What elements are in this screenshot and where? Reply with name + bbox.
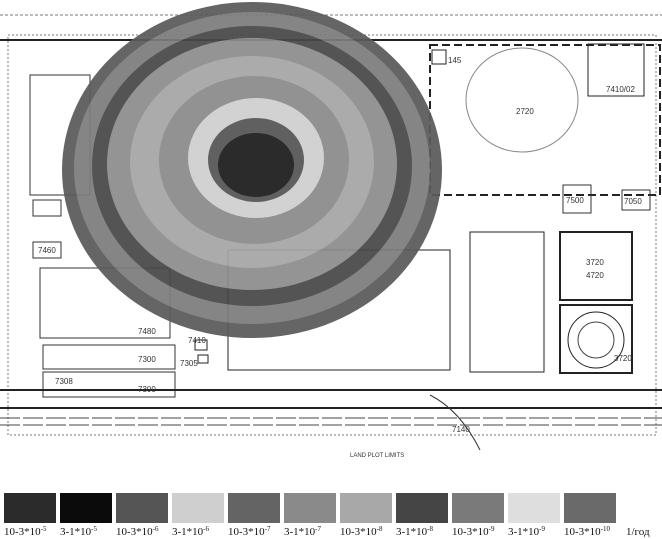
label-7410-02: 7410/02 [606,85,635,94]
legend-unit: 1/год [626,526,650,538]
legend-label: 10-3*10-5 [4,525,47,539]
label-7305: 7305 [180,359,198,368]
label-7410: 7410 [188,336,206,345]
legend-swatch [284,493,336,523]
legend-label: 10-3*10-8 [340,525,383,539]
legend-swatch [4,493,56,523]
label-3720: 3720 [586,258,604,267]
legend: 10-3*10-5 3-1*10-5 10-3*10-6 3-1*10-6 10-3*1… [0,488,662,539]
legend-label: 10-3*10-7 [228,525,271,539]
label-4720: 4720 [586,271,604,280]
label-7300: 7300 [138,355,156,364]
label-145: 145 [448,56,462,65]
label-7140: 7140 [452,425,470,434]
label-7480: 7480 [138,327,156,336]
label-7500: 7500 [566,196,584,205]
legend-label: 10-3*10-9 [452,525,495,539]
legend-label: 3-1*10-6 [172,525,210,539]
label-2720: 2720 [516,107,534,116]
label-7460: 7460 [38,246,56,255]
legend-label: 10-3*10-10 [564,525,611,539]
risk-contours [62,2,442,338]
legend-label: 3-1*10-5 [60,525,98,539]
legend-swatch [116,493,168,523]
legend-label: 3-1*10-9 [508,525,546,539]
legend-swatch [172,493,224,523]
legend-swatch [340,493,392,523]
land-plot-limits-label: LAND PLOT LIMITS [350,453,404,459]
legend-swatch [452,493,504,523]
legend-swatch [396,493,448,523]
legend-swatch [228,493,280,523]
legend-label: 3-1*10-8 [396,525,434,539]
legend-label: 10-3*10-6 [116,525,159,539]
legend-swatch [60,493,112,523]
legend-label: 3-1*10-7 [284,525,322,539]
label-3720: 3720 [614,354,632,363]
label-7308: 7308 [55,377,73,386]
label-7300: 7300 [138,385,156,394]
site-plan-risk-map: 7480 7300 7300 7308 7305 7460 7410 7410/… [0,2,662,459]
legend-swatch [564,493,616,523]
label-7050: 7050 [624,197,642,206]
legend-swatch [508,493,560,523]
